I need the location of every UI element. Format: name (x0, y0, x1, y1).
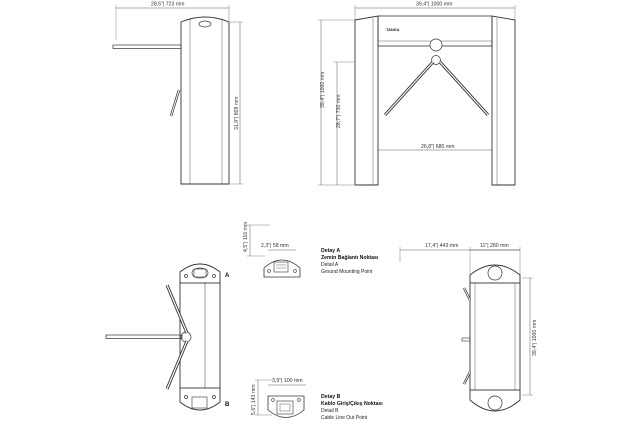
right-width-dimension: 17,4"| 443 mm (425, 243, 458, 249)
detail-b-title-en: Detail B (321, 408, 339, 414)
side-view (112, 5, 243, 185)
detail-a-height-dimension: 4,5"| 116 mm (243, 222, 249, 252)
detail-b-subtitle-en: Cable Line Out Point (321, 415, 368, 421)
detail-a-drawing (247, 224, 301, 278)
side-height-dimension: 31,9"| 809 mm (234, 97, 240, 130)
front-height-dimension: 39,4"| 1000 mm (320, 72, 326, 108)
right-inner-dimension: 11"| 280 mm (480, 243, 509, 249)
detail-b-height-dimension: 5,6"| 143 mm (251, 384, 257, 415)
right-top-view (399, 247, 533, 412)
detail-a-subtitle-tr: Zemin Bağlantı Noktası (321, 255, 379, 261)
front-view (318, 5, 516, 186)
front-width-dimension: 39,4"| 1000 mm (416, 2, 452, 8)
detail-a-title-en: Detail A (321, 262, 339, 268)
detail-b-subtitle-tr: Kablo Giriş/Çıkış Noktası (321, 401, 383, 407)
detail-a-marker: A (225, 273, 230, 279)
top-view (105, 263, 221, 411)
detail-b-title-tr: Detay B (321, 394, 341, 400)
arm-height-dimension: 28,7"| 730 mm (336, 95, 342, 128)
passage-width-dimension: 26,8"| 680 mm (421, 144, 454, 150)
detail-b-marker: B (225, 402, 230, 408)
right-height-dimension: 39,4"| 1000 mm (532, 320, 538, 356)
detail-a-title-tr: Detay A (321, 248, 340, 254)
detail-b-drawing (255, 379, 306, 418)
detail-a-subtitle-en: Ground Mounting Point (321, 269, 373, 275)
side-width-dimension: 28,5"| 723 mm (151, 2, 184, 8)
brand-logo-text: TANSA (386, 27, 400, 32)
detail-b-width-dimension: 3,9"| 100 mm (272, 378, 303, 384)
detail-a-width-dimension: 2,3"| 58 mm (261, 243, 289, 249)
